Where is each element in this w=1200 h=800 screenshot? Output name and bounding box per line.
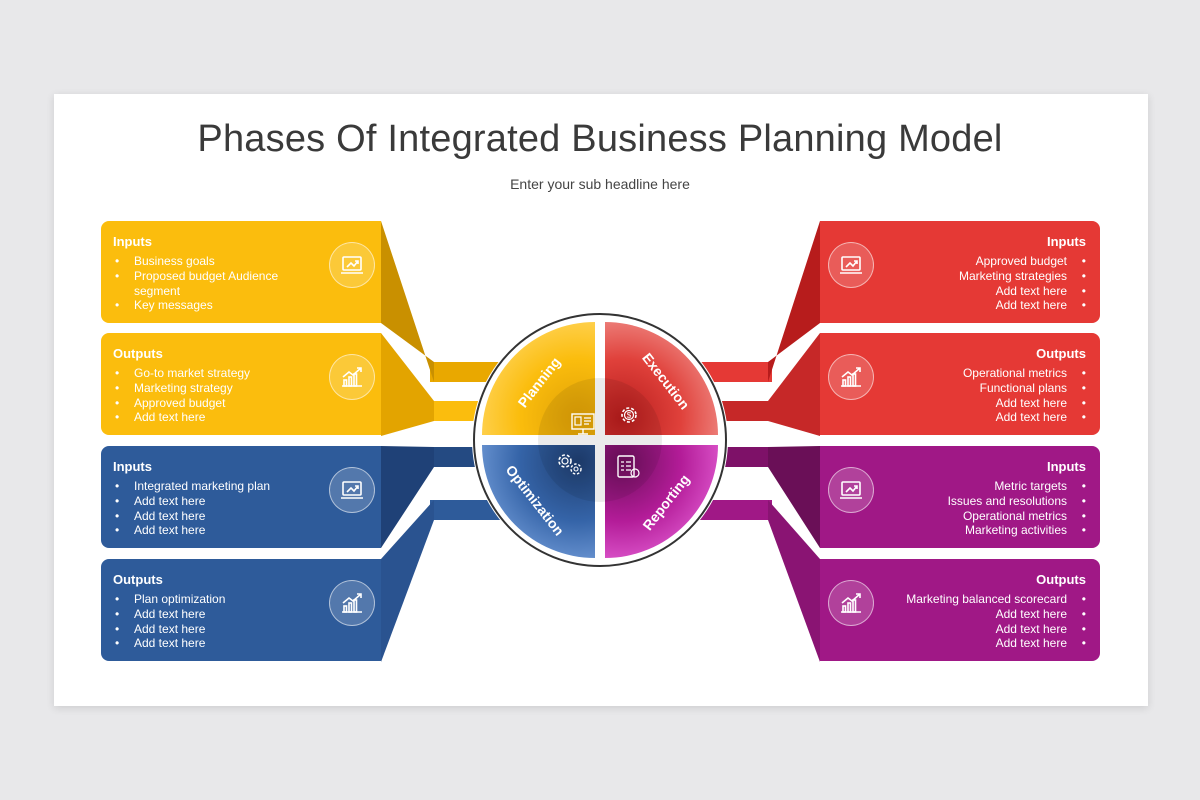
- card-item-list: Integrated marketing planAdd text hereAd…: [115, 479, 293, 538]
- card-item: Add text here: [115, 410, 293, 425]
- card-item: Add text here: [115, 607, 293, 622]
- card-item-list: Business goalsProposed budget Audience s…: [115, 254, 293, 313]
- card-item: Add text here: [115, 494, 293, 509]
- laptop-chart-icon: [329, 467, 375, 513]
- card-item: Go-to market strategy: [115, 366, 293, 381]
- card-item: Add text here: [846, 396, 1086, 411]
- growth-chart-icon: [329, 580, 375, 626]
- card-item: Key messages: [115, 298, 293, 313]
- card-heading: Outputs: [113, 572, 163, 587]
- card-item: Add text here: [846, 622, 1086, 637]
- card-item: Proposed budget Audience segment: [115, 269, 293, 299]
- quadrant-optimization: [482, 445, 595, 558]
- quadrant-reporting: [605, 445, 718, 558]
- laptop-chart-icon: [828, 467, 874, 513]
- card-item-list: Operational metricsFunctional plansAdd t…: [846, 366, 1086, 425]
- card-item: Approved budget: [115, 396, 293, 411]
- side-panels: [381, 221, 820, 662]
- card-right-reporting-inputs: Inputs Metric targetsIssues and resoluti…: [820, 446, 1100, 548]
- growth-chart-icon: [329, 354, 375, 400]
- card-item-list: Approved budgetMarketing strategiesAdd t…: [846, 254, 1086, 313]
- card-item: Add text here: [846, 636, 1086, 651]
- page-subtitle: Enter your sub headline here: [510, 176, 690, 192]
- card-left-optimization-inputs: Inputs Integrated marketing planAdd text…: [101, 446, 381, 548]
- card-heading: Inputs: [113, 234, 152, 249]
- card-item-list: Marketing balanced scorecardAdd text her…: [846, 592, 1086, 651]
- card-item: Metric targets: [846, 479, 1086, 494]
- card-item: Add text here: [846, 284, 1086, 299]
- svg-text:$: $: [627, 411, 632, 420]
- card-item: Integrated marketing plan: [115, 479, 293, 494]
- laptop-chart-icon: [828, 242, 874, 288]
- card-item: Add text here: [115, 509, 293, 524]
- card-item: Marketing strategy: [115, 381, 293, 396]
- gear-dollar-icon: $: [621, 407, 637, 423]
- card-item-list: Plan optimizationAdd text hereAdd text h…: [115, 592, 293, 651]
- card-heading: Inputs: [1047, 234, 1086, 249]
- card-right-execution-outputs: Outputs Operational metricsFunctional pl…: [820, 333, 1100, 435]
- growth-chart-icon: [828, 580, 874, 626]
- laptop-chart-icon: [329, 242, 375, 288]
- report-checklist-icon: [617, 455, 640, 478]
- card-item: Add text here: [846, 607, 1086, 622]
- card-item: Approved budget: [846, 254, 1086, 269]
- card-heading: Inputs: [1047, 459, 1086, 474]
- gears-search-icon: [558, 454, 582, 475]
- card-item: Issues and resolutions: [846, 494, 1086, 509]
- card-right-reporting-outputs: Outputs Marketing balanced scorecardAdd …: [820, 559, 1100, 661]
- card-left-planning-outputs: Outputs Go-to market strategyMarketing s…: [101, 333, 381, 435]
- card-item: Plan optimization: [115, 592, 293, 607]
- quadrant-execution: [605, 322, 718, 435]
- card-item: Operational metrics: [846, 509, 1086, 524]
- card-item: Add text here: [115, 523, 293, 538]
- card-item: Functional plans: [846, 381, 1086, 396]
- card-item: Add text here: [115, 636, 293, 651]
- card-item: Add text here: [846, 298, 1086, 313]
- card-item: Marketing strategies: [846, 269, 1086, 284]
- card-right-execution-inputs: Inputs Approved budgetMarketing strategi…: [820, 221, 1100, 323]
- page-title: Phases Of Integrated Business Planning M…: [197, 118, 1003, 160]
- card-left-planning-inputs: Inputs Business goalsProposed budget Aud…: [101, 221, 381, 323]
- card-item: Marketing balanced scorecard: [846, 592, 1086, 607]
- growth-chart-icon: [828, 354, 874, 400]
- card-item-list: Metric targetsIssues and resolutionsOper…: [846, 479, 1086, 538]
- card-item: Operational metrics: [846, 366, 1086, 381]
- card-item: Add text here: [846, 410, 1086, 425]
- card-heading: Outputs: [113, 346, 163, 361]
- phase-wheel: [472, 312, 728, 568]
- card-heading: Outputs: [1036, 572, 1086, 587]
- card-item-list: Go-to market strategyMarketing strategyA…: [115, 366, 293, 425]
- card-heading: Outputs: [1036, 346, 1086, 361]
- card-item: Business goals: [115, 254, 293, 269]
- presentation-board-icon: [571, 413, 595, 435]
- quadrant-planning: [482, 322, 595, 435]
- card-heading: Inputs: [113, 459, 152, 474]
- card-item: Add text here: [115, 622, 293, 637]
- card-left-optimization-outputs: Outputs Plan optimizationAdd text hereAd…: [101, 559, 381, 661]
- card-item: Marketing activities: [846, 523, 1086, 538]
